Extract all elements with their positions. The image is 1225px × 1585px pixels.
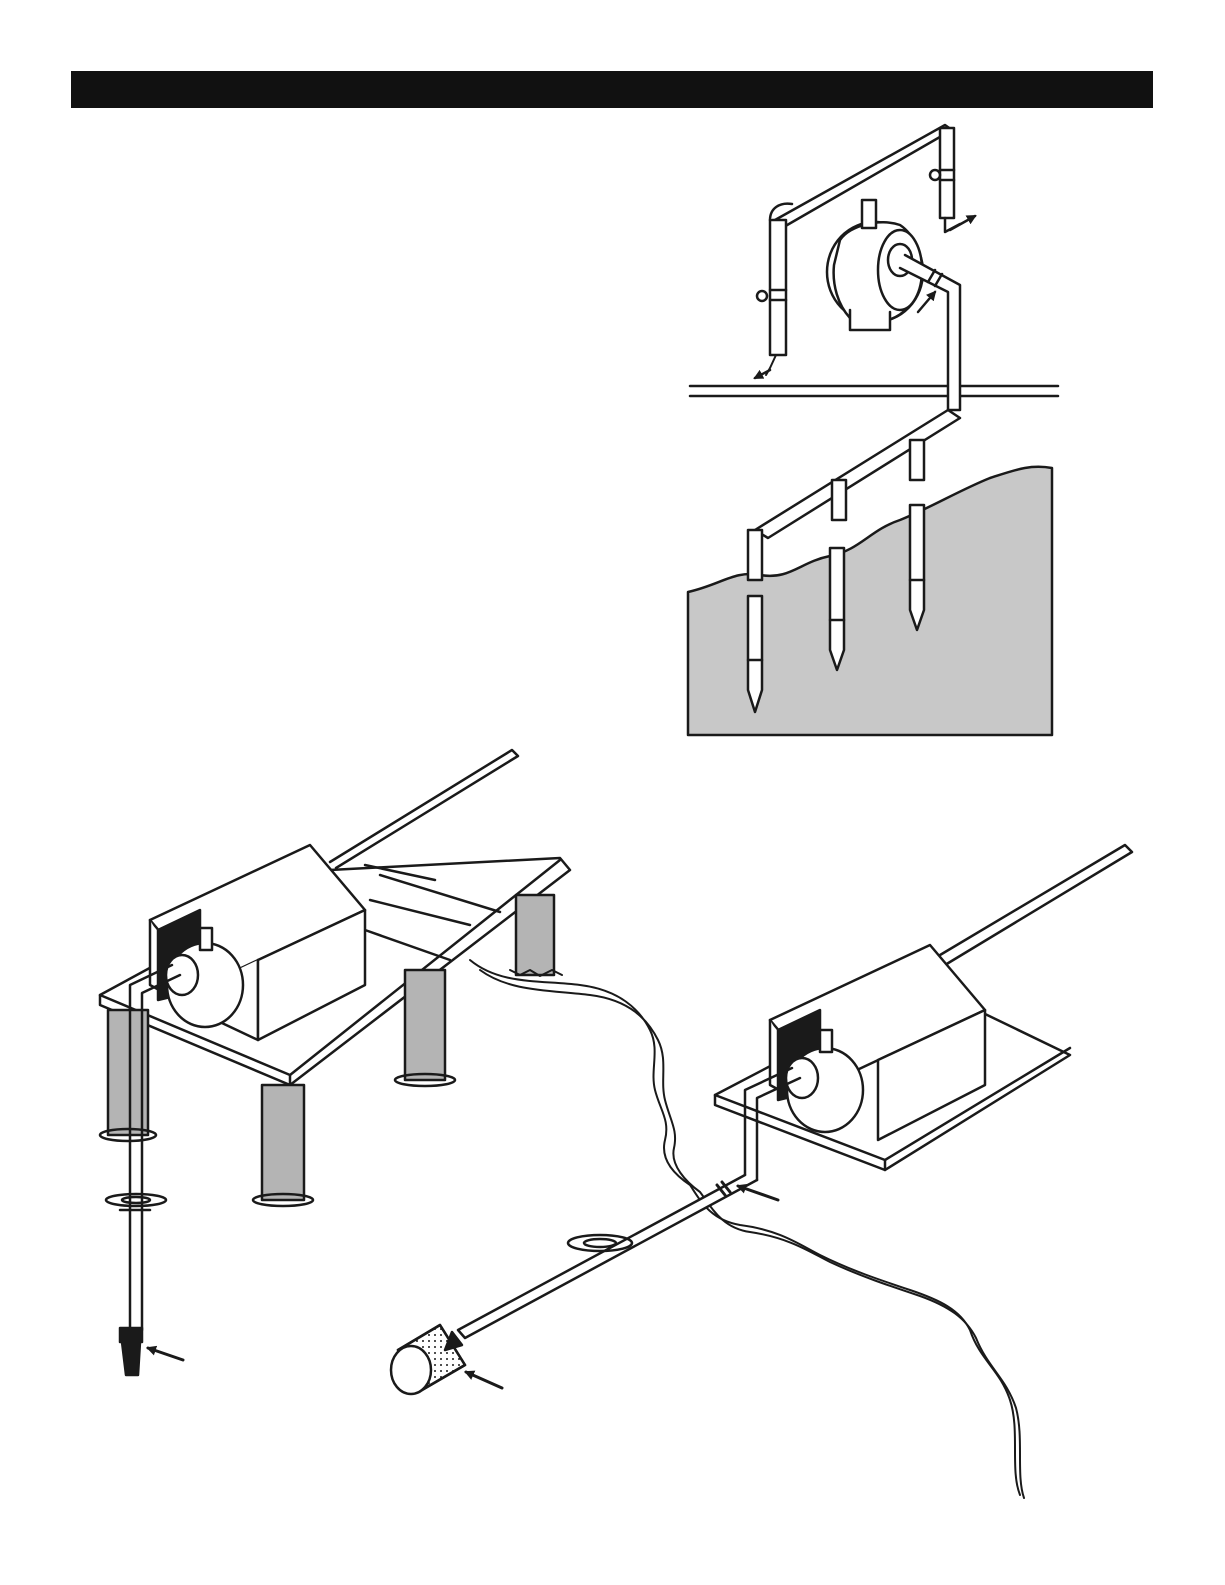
arrow-icon: [738, 1186, 778, 1200]
arrow-icon: [918, 292, 935, 312]
shore-pump-figure: [391, 845, 1132, 1394]
ground-section: [688, 467, 1052, 735]
strainer-icon: [391, 1325, 465, 1394]
arrow-icon: [148, 1348, 183, 1360]
arrow-icon: [466, 1372, 502, 1388]
well-point-manifold-figure: [688, 125, 1058, 735]
foot-valve-icon: [120, 1328, 142, 1375]
